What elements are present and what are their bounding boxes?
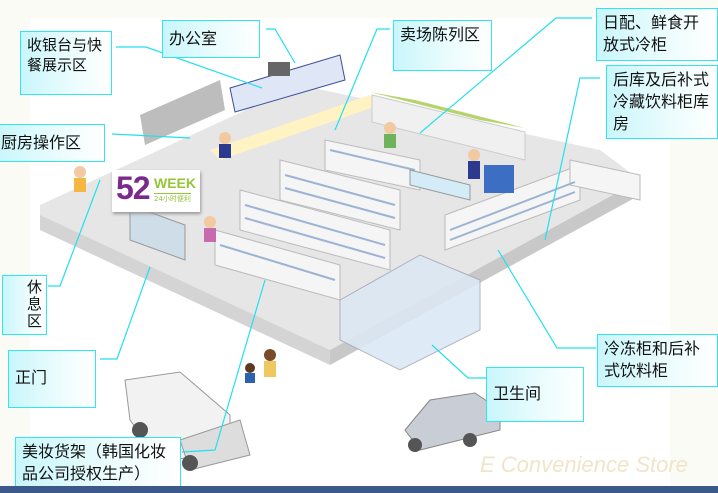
kitchen-counter [140, 80, 225, 145]
cashier-display [229, 54, 346, 113]
label-cosmetics-shelf: 美妆货架（韩国化妆品公司授权生产） [15, 437, 181, 493]
parked-car [404, 392, 501, 452]
label-daily-fresh-cooler: 日配、鲜食开放式冷柜 [596, 8, 718, 61]
bottom-bar [0, 486, 718, 493]
label-office: 办公室 [162, 20, 260, 58]
main-entrance [129, 204, 186, 261]
logo-word: WEEK [154, 175, 196, 191]
watermark: E Convenience Store [480, 452, 688, 477]
logo-number: 52 [116, 170, 151, 206]
cashier-counter [210, 95, 380, 160]
label-main-door: 正门 [8, 350, 96, 408]
label-freezer: 冷冻柜和后补式饮料柜 [597, 334, 718, 387]
office-computer [268, 62, 290, 76]
freezer-case [409, 169, 471, 201]
drink-crate [484, 165, 514, 193]
label-cashier-area: 收银台与快餐展示区 [20, 31, 112, 95]
restroom-block [339, 254, 481, 371]
label-rest-area: 休息区 [2, 275, 47, 335]
label-kitchen: 厨房操作区 [0, 124, 105, 162]
logo-tagline: 24小时便利 [154, 193, 191, 203]
leader-lines [48, 17, 600, 453]
label-back-storage: 后库及后补式冷藏饮料柜库房 [606, 65, 718, 139]
label-sales-floor: 卖场陈列区 [393, 20, 492, 71]
brand-logo: 52 WEEK 24小时便利 [112, 170, 200, 212]
label-restroom: 卫生间 [486, 367, 584, 422]
people [74, 122, 480, 383]
